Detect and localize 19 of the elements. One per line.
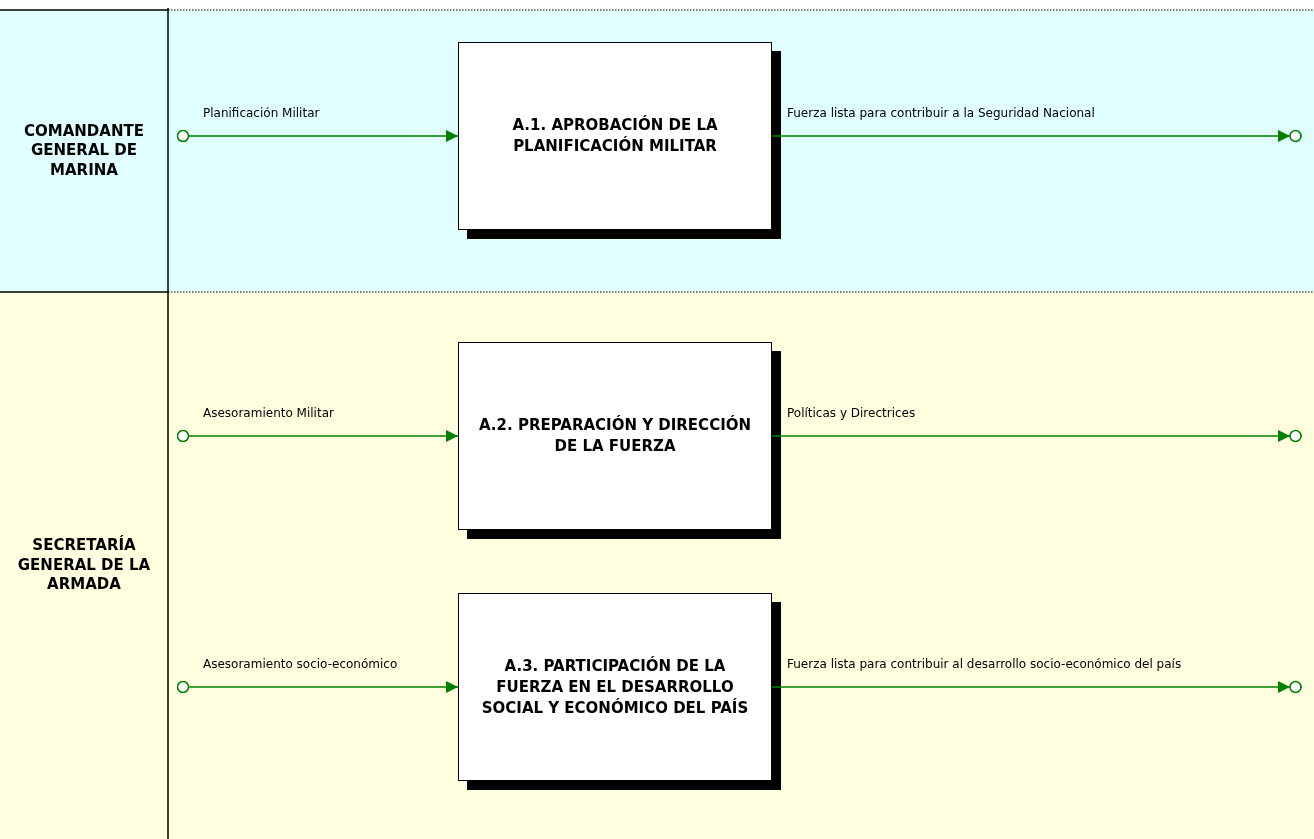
arrow [771,129,1303,143]
arrow [771,680,1303,694]
edge-label: Asesoramiento socio-económico [203,657,398,671]
process-title: A.1. APROBACIÓN DE LA PLANIFICACIÓN MILITAR [511,115,719,157]
edge-label: Fuerza lista para contribuir a la Seguridad Nacional [787,106,1095,120]
arrow [176,680,459,694]
edge-label: Fuerza lista para contribuir al desarrollo socio-económico del país [787,657,1182,671]
edge-label: Asesoramiento Militar [203,406,334,420]
arrow [176,429,459,443]
lane-title: COMANDANTE GENERAL DE MARINA [23,121,145,181]
process-title: A.2. PREPARACIÓN Y DIRECCIÓN DE LA FUERZA [477,415,753,457]
edge-label: Políticas y Directrices [787,406,916,420]
arrow [176,129,459,143]
swimlane [0,292,1314,839]
swimlane [0,10,1314,292]
process-title: A.3. PARTICIPACIÓN DE LA FUERZA EN EL DESARROLLO SOCIAL Y ECONÓMICO DEL PAÍS [480,655,750,719]
edge-label: Planificación Militar [203,106,320,120]
lane-title: SECRETARÍA GENERAL DE LA ARMADA [16,536,152,595]
arrow [771,429,1303,443]
